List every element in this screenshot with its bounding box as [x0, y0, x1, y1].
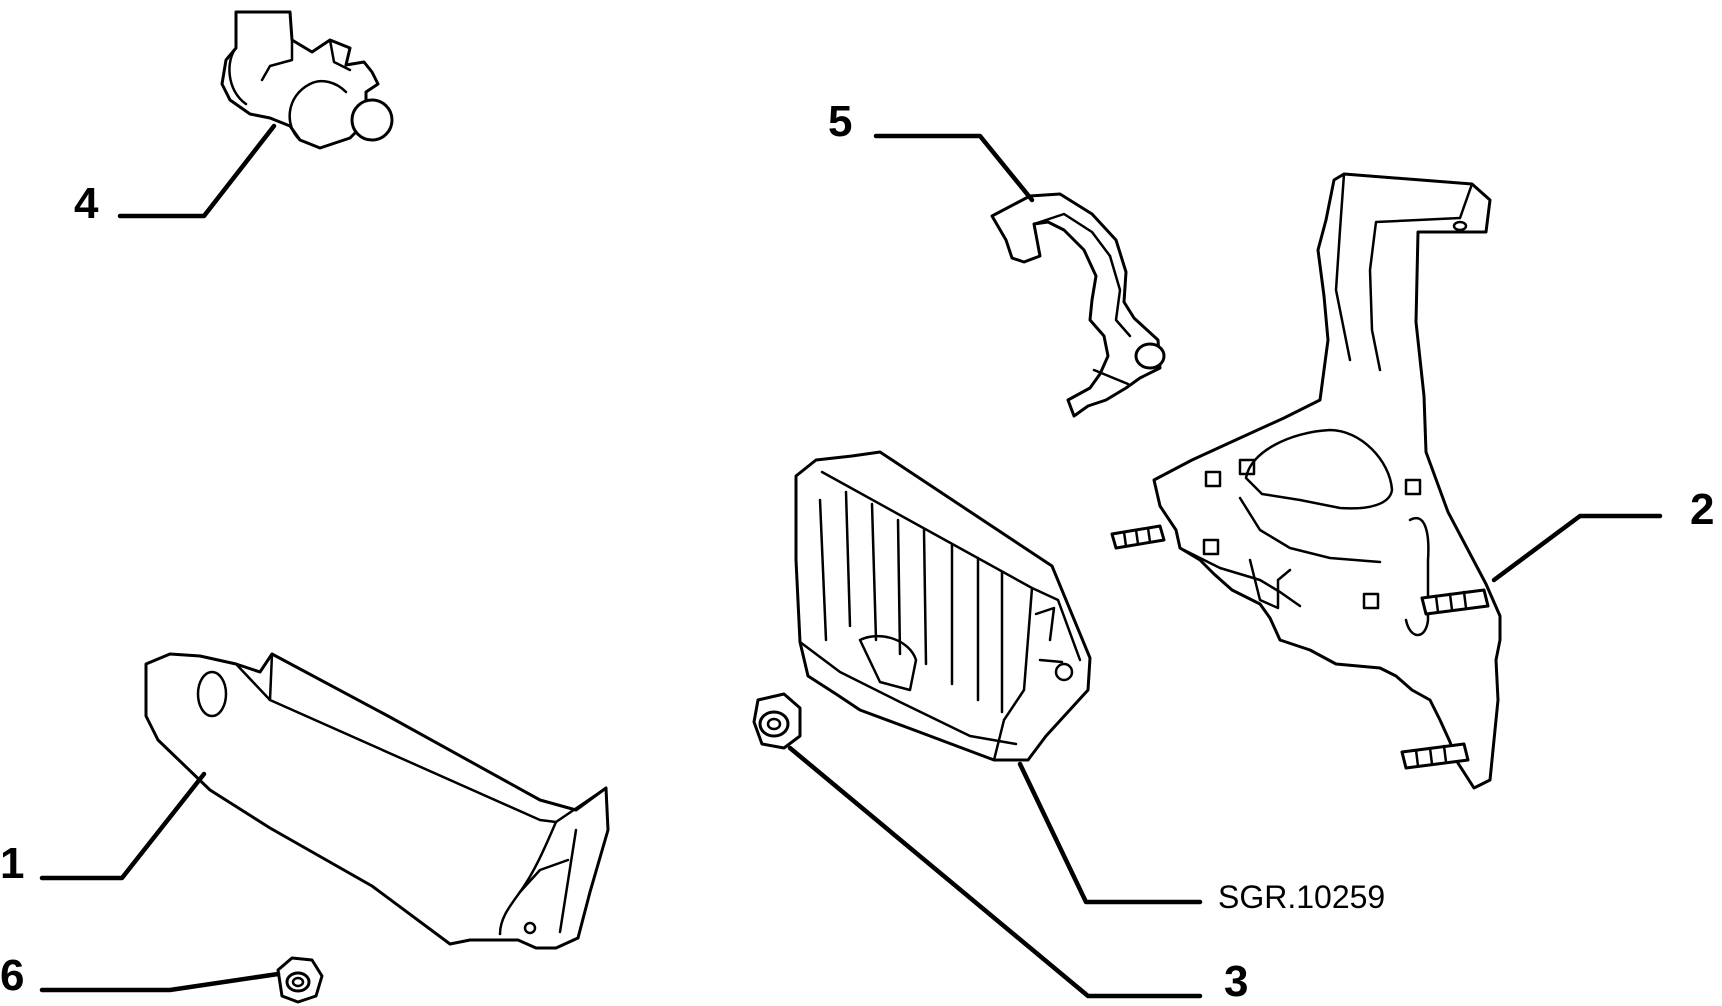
- part-double-clip: [220, 10, 394, 150]
- part-nut-flanged: [752, 692, 802, 750]
- leader-code: [1017, 761, 1203, 905]
- leader-3: [787, 745, 1203, 999]
- leader-4: [117, 123, 277, 219]
- callout-2: 2: [1690, 485, 1714, 534]
- callout-4: 4: [74, 179, 99, 228]
- leader-5: [873, 133, 1035, 203]
- leader-lines: [39, 123, 1663, 999]
- callout-5: 5: [828, 97, 852, 146]
- leader-1: [39, 771, 207, 881]
- callout-3: 3: [1224, 957, 1248, 1006]
- leader-6: [39, 971, 281, 993]
- part-cable-clamp: [990, 192, 1166, 418]
- callout-1: 1: [0, 839, 24, 888]
- part-bracket: [144, 652, 610, 950]
- drawing-code: SGR.10259: [1218, 879, 1385, 915]
- callout-6: 6: [0, 951, 24, 1000]
- part-hex-nut: [276, 956, 324, 1004]
- leader-2: [1491, 513, 1663, 583]
- callout-labels: 4 5 2 1 6 3 SGR.10259: [0, 97, 1714, 1006]
- part-mounting-plate: [1110, 172, 1502, 790]
- part-control-unit-box: [794, 450, 1092, 762]
